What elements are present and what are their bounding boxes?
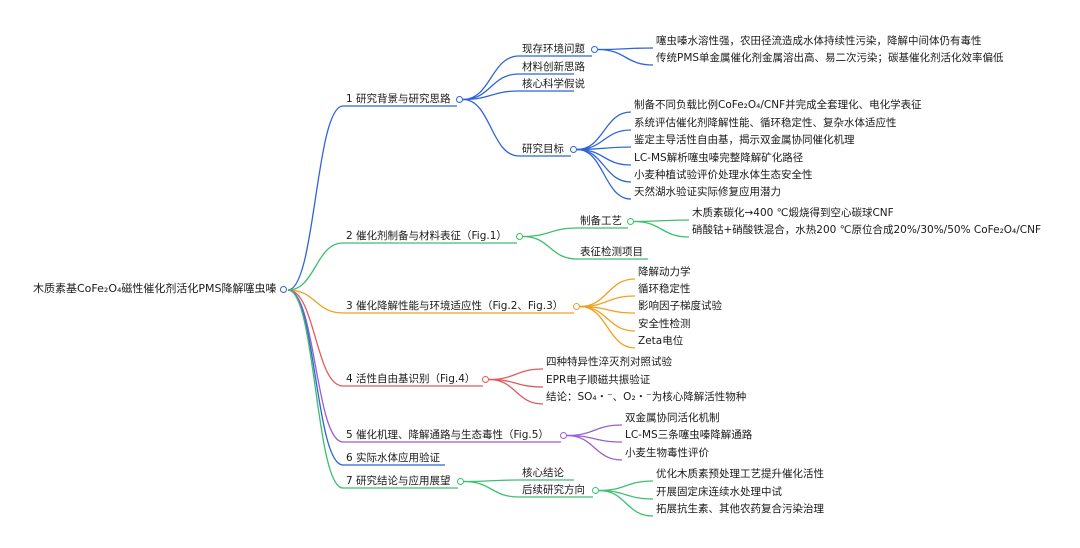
branch-2-dot[interactable] (516, 233, 523, 240)
b1-child-innovation[interactable]: 材料创新思路 (522, 61, 585, 73)
b2-child-prep[interactable]: 制备工艺 (580, 215, 622, 227)
branch-3-node[interactable]: 3 催化降解性能与环境适应性（Fig.2、Fig.3） (346, 300, 564, 312)
b1-child-hypothesis[interactable]: 核心科学假说 (522, 78, 585, 90)
edge-b2-c1 (522, 227, 578, 238)
b1-child-problems-dot[interactable] (591, 46, 598, 53)
branch-1-dot[interactable] (456, 96, 463, 103)
edge-b1c4-goal-5 (576, 148, 632, 183)
edge-b5-item-1 (566, 424, 623, 437)
b1-goal-5[interactable]: 小麦种植试验评价处理水体生态安全性 (634, 169, 813, 181)
edge-b1-c1 (462, 55, 520, 101)
b4-item-3[interactable]: 结论：SO₄・⁻、O₂・⁻为核心降解活性物种 (546, 391, 747, 403)
edge-b5-item-3 (566, 434, 623, 461)
edge-b4-item-3 (488, 378, 544, 405)
b1-child-goals[interactable]: 研究目标 (522, 143, 564, 155)
b1-problem-leaf-1[interactable]: 噻虫嗪水溶性强，农田径流造成水体持续性污染，降解中间体仍有毒性 (656, 35, 982, 47)
branch-4-dot[interactable] (482, 376, 489, 383)
branch-2-node[interactable]: 2 催化剂制备与材料表征（Fig.1） (346, 230, 507, 242)
edge-b1-c4 (462, 98, 520, 157)
b1-goal-1[interactable]: 制备不同负载比例CoFe₂O₄/CNF并完成全套理化、电化学表征 (634, 99, 922, 111)
edge-b3-item-1 (579, 278, 636, 308)
edge-b1c1-l2 (597, 48, 654, 66)
edge-root-b6 (287, 289, 344, 466)
b2-child-prep-dot[interactable] (627, 218, 634, 225)
edge-b7c2-item-1 (598, 480, 654, 492)
edge-b2c1-l1 (633, 219, 690, 223)
branch-6-node[interactable]: 6 实际水体应用验证 (346, 452, 441, 464)
b3-item-1[interactable]: 降解动力学 (638, 266, 691, 278)
b3-item-4[interactable]: 安全性检测 (638, 318, 691, 330)
edge-b1c4-goal-6 (576, 148, 632, 200)
branch-5-dot[interactable] (560, 432, 567, 439)
root-node[interactable]: 木质素基CoFe₂O₄磁性催化剂活化PMS降解噻虫嗪 (33, 282, 277, 295)
b7-child-future[interactable]: 后续研究方向 (522, 484, 585, 496)
b7-future-3[interactable]: 拓展抗生素、其他农药复合污染治理 (656, 503, 824, 515)
edge-root-b1 (287, 105, 344, 291)
b7-child-conclusion[interactable]: 核心结论 (522, 467, 564, 479)
b1-child-problems[interactable]: 现存环境问题 (522, 43, 585, 55)
edge-root-b7 (287, 289, 344, 489)
edge-root-b3 (287, 289, 344, 314)
b1-goal-2[interactable]: 系统评估催化剂降解性能、循环稳定性、复杂水体适应性 (634, 117, 897, 129)
b1-child-goals-dot[interactable] (570, 146, 577, 153)
edge-b7c2-item-3 (598, 489, 654, 517)
b7-future-2[interactable]: 开展固定床连续水处理中试 (656, 486, 782, 498)
b2-prep-leaf-2[interactable]: 硝酸钴+硝酸铁混合，水热200 ℃原位合成20%/30%/50% CoFe₂O₄… (692, 224, 1042, 236)
b1-goal-3[interactable]: 鉴定主导活性自由基，揭示双金属协同催化机理 (634, 134, 855, 146)
branch-7-dot[interactable] (457, 478, 464, 485)
b5-item-2[interactable]: LC-MS三条噻虫嗪降解通路 (625, 429, 753, 441)
edge-b1c1-l1 (597, 47, 654, 51)
b7-child-future-dot[interactable] (592, 487, 599, 494)
edge-b7-c1 (463, 479, 520, 483)
b2-child-characterization[interactable]: 表征检测项目 (580, 246, 643, 258)
branch-7-node[interactable]: 7 研究结论与应用展望 (346, 475, 451, 487)
branch-3-dot[interactable] (573, 303, 580, 310)
b3-item-2[interactable]: 循环稳定性 (638, 283, 691, 295)
b4-item-2[interactable]: EPR电子顺磁共振验证 (546, 374, 651, 386)
b1-goal-4[interactable]: LC-MS解析噻虫嗪完整降解矿化路径 (634, 152, 804, 164)
edge-b2-c2 (522, 235, 578, 260)
branch-5-node[interactable]: 5 催化机理、降解通路与生态毒性（Fig.5） (346, 429, 549, 441)
edge-root-b4 (287, 289, 344, 387)
b1-problem-leaf-2[interactable]: 传统PMS单金属催化剂金属溶出高、易二次污染；碳基催化剂活化效率偏低 (656, 52, 1004, 64)
b3-item-5[interactable]: Zeta电位 (638, 335, 684, 347)
b7-future-1[interactable]: 优化木质素预处理工艺提升催化活性 (656, 468, 824, 480)
branch-4-node[interactable]: 4 活性自由基识别（Fig.4） (346, 373, 476, 385)
edge-b1-c3 (462, 90, 520, 101)
edge-b4-item-1 (488, 368, 544, 381)
b5-item-1[interactable]: 双金属协同活化机制 (625, 412, 720, 424)
edge-b3-item-5 (579, 305, 636, 349)
b5-item-3[interactable]: 小麦生物毒性评价 (625, 447, 709, 459)
root-expand-dot[interactable] (280, 286, 287, 293)
branch-1-node[interactable]: 1 研究背景与研究思路 (346, 93, 451, 105)
edge-root-b2 (287, 242, 344, 291)
edge-b2c1-l2 (633, 220, 690, 238)
b4-item-1[interactable]: 四种特异性淬灭剂对照试验 (546, 356, 672, 368)
edge-b7-c2 (463, 480, 520, 498)
b3-item-3[interactable]: 影响因子梯度试验 (638, 300, 722, 312)
b2-prep-leaf-1[interactable]: 木质素碳化→400 ℃煅烧得到空心碳球CNF (692, 207, 894, 219)
b1-goal-6[interactable]: 天然湖水验证实际修复应用潜力 (634, 186, 781, 198)
